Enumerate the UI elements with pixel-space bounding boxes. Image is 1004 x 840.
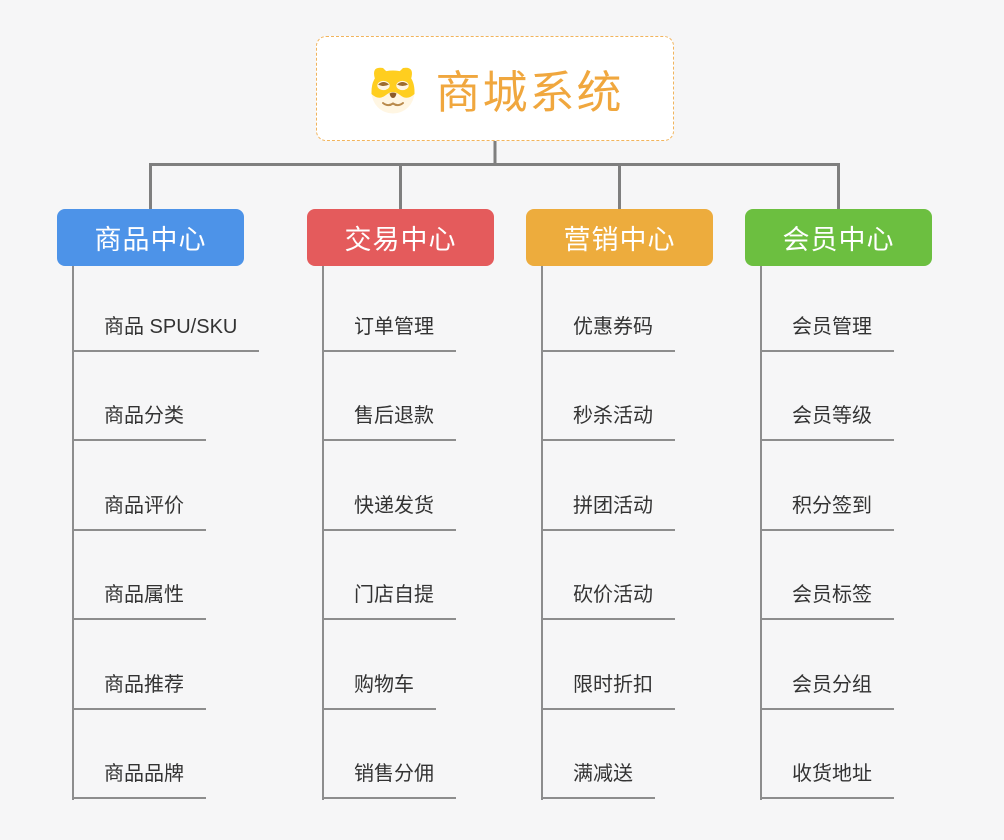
leaf-node[interactable]: 会员分组 [760,672,894,710]
branch-node-trade-center[interactable]: 交易中心 [307,209,494,266]
leaf-node[interactable]: 门店自提 [322,582,456,620]
branch-trunk-line-member [760,266,762,800]
leaf-node[interactable]: 积分签到 [760,493,894,531]
leaf-node[interactable]: 商品评价 [72,493,206,531]
branch-node-product-center[interactable]: 商品中心 [57,209,244,266]
leaf-node[interactable]: 商品分类 [72,403,206,441]
branch-trunk-line-trade [322,266,324,800]
leaf-node[interactable]: 购物车 [322,672,436,710]
leaf-node[interactable]: 商品品牌 [72,761,206,799]
leaf-node[interactable]: 快递发货 [322,493,456,531]
leaf-node[interactable]: 订单管理 [322,314,456,352]
leaf-node[interactable]: 收货地址 [760,761,894,799]
leaf-node[interactable]: 商品 SPU/SKU [72,314,260,352]
leaf-node[interactable]: 商品推荐 [72,672,206,710]
leaf-node[interactable]: 拼团活动 [541,493,675,531]
branch-node-member-center[interactable]: 会员中心 [745,209,932,266]
root-node-label: 商城系统 [435,67,624,118]
leaf-node[interactable]: 商品属性 [72,582,206,620]
leaf-node[interactable]: 会员等级 [760,403,894,441]
leaf-node[interactable]: 满减送 [541,761,655,799]
leaf-node[interactable]: 销售分佣 [322,761,456,799]
branch-trunk-line-marketing [541,266,543,800]
leaf-node[interactable]: 售后退款 [322,403,456,441]
branch-node-marketing-center[interactable]: 营销中心 [526,209,713,266]
connector-bus-line [149,163,840,211]
doge-dog-face-icon [366,63,420,115]
root-node[interactable]: 商城系统 [316,36,674,141]
leaf-node[interactable]: 会员管理 [760,314,894,352]
leaf-node[interactable]: 秒杀活动 [541,403,675,441]
leaf-node[interactable]: 会员标签 [760,582,894,620]
branch-trunk-line-product [72,266,74,800]
leaf-node[interactable]: 优惠券码 [541,314,675,352]
leaf-node[interactable]: 限时折扣 [541,672,675,710]
leaf-node[interactable]: 砍价活动 [541,582,675,620]
